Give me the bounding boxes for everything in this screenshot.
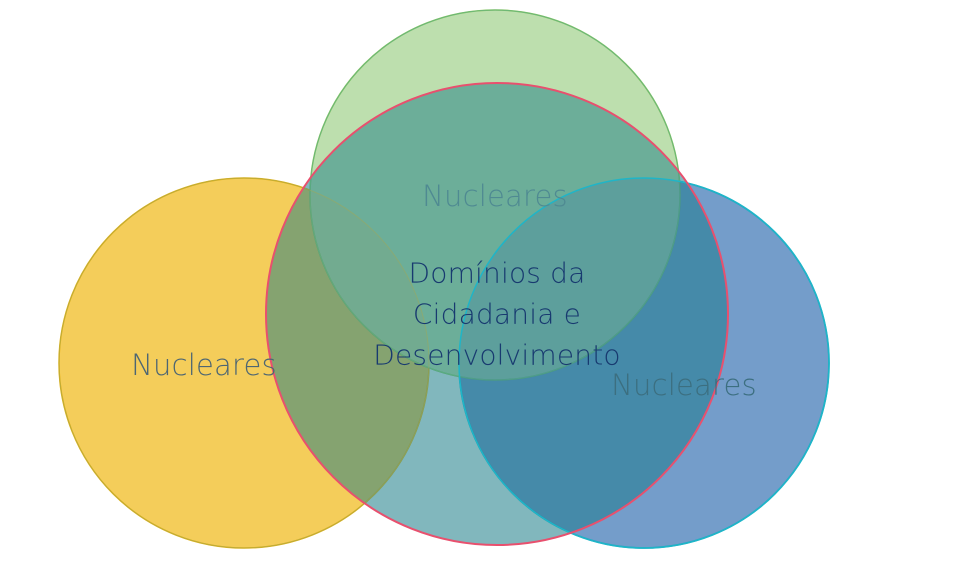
- label-top: Nucleares: [422, 179, 568, 213]
- center-line-1: Domínios da: [408, 256, 586, 290]
- circle-center-outline: [265, 82, 729, 546]
- center-line-3: Desenvolvimento: [373, 338, 621, 372]
- circle-left-outline: [58, 177, 430, 549]
- circle-center: [266, 83, 728, 545]
- center-line-2: Cidadania e: [412, 297, 582, 331]
- circle-right-overlay: [458, 177, 830, 549]
- label-right: Nucleares: [611, 368, 757, 402]
- label-left: Nucleares: [131, 348, 277, 382]
- label-center: Domínios da Cidadania e Desenvolvimento: [347, 253, 647, 376]
